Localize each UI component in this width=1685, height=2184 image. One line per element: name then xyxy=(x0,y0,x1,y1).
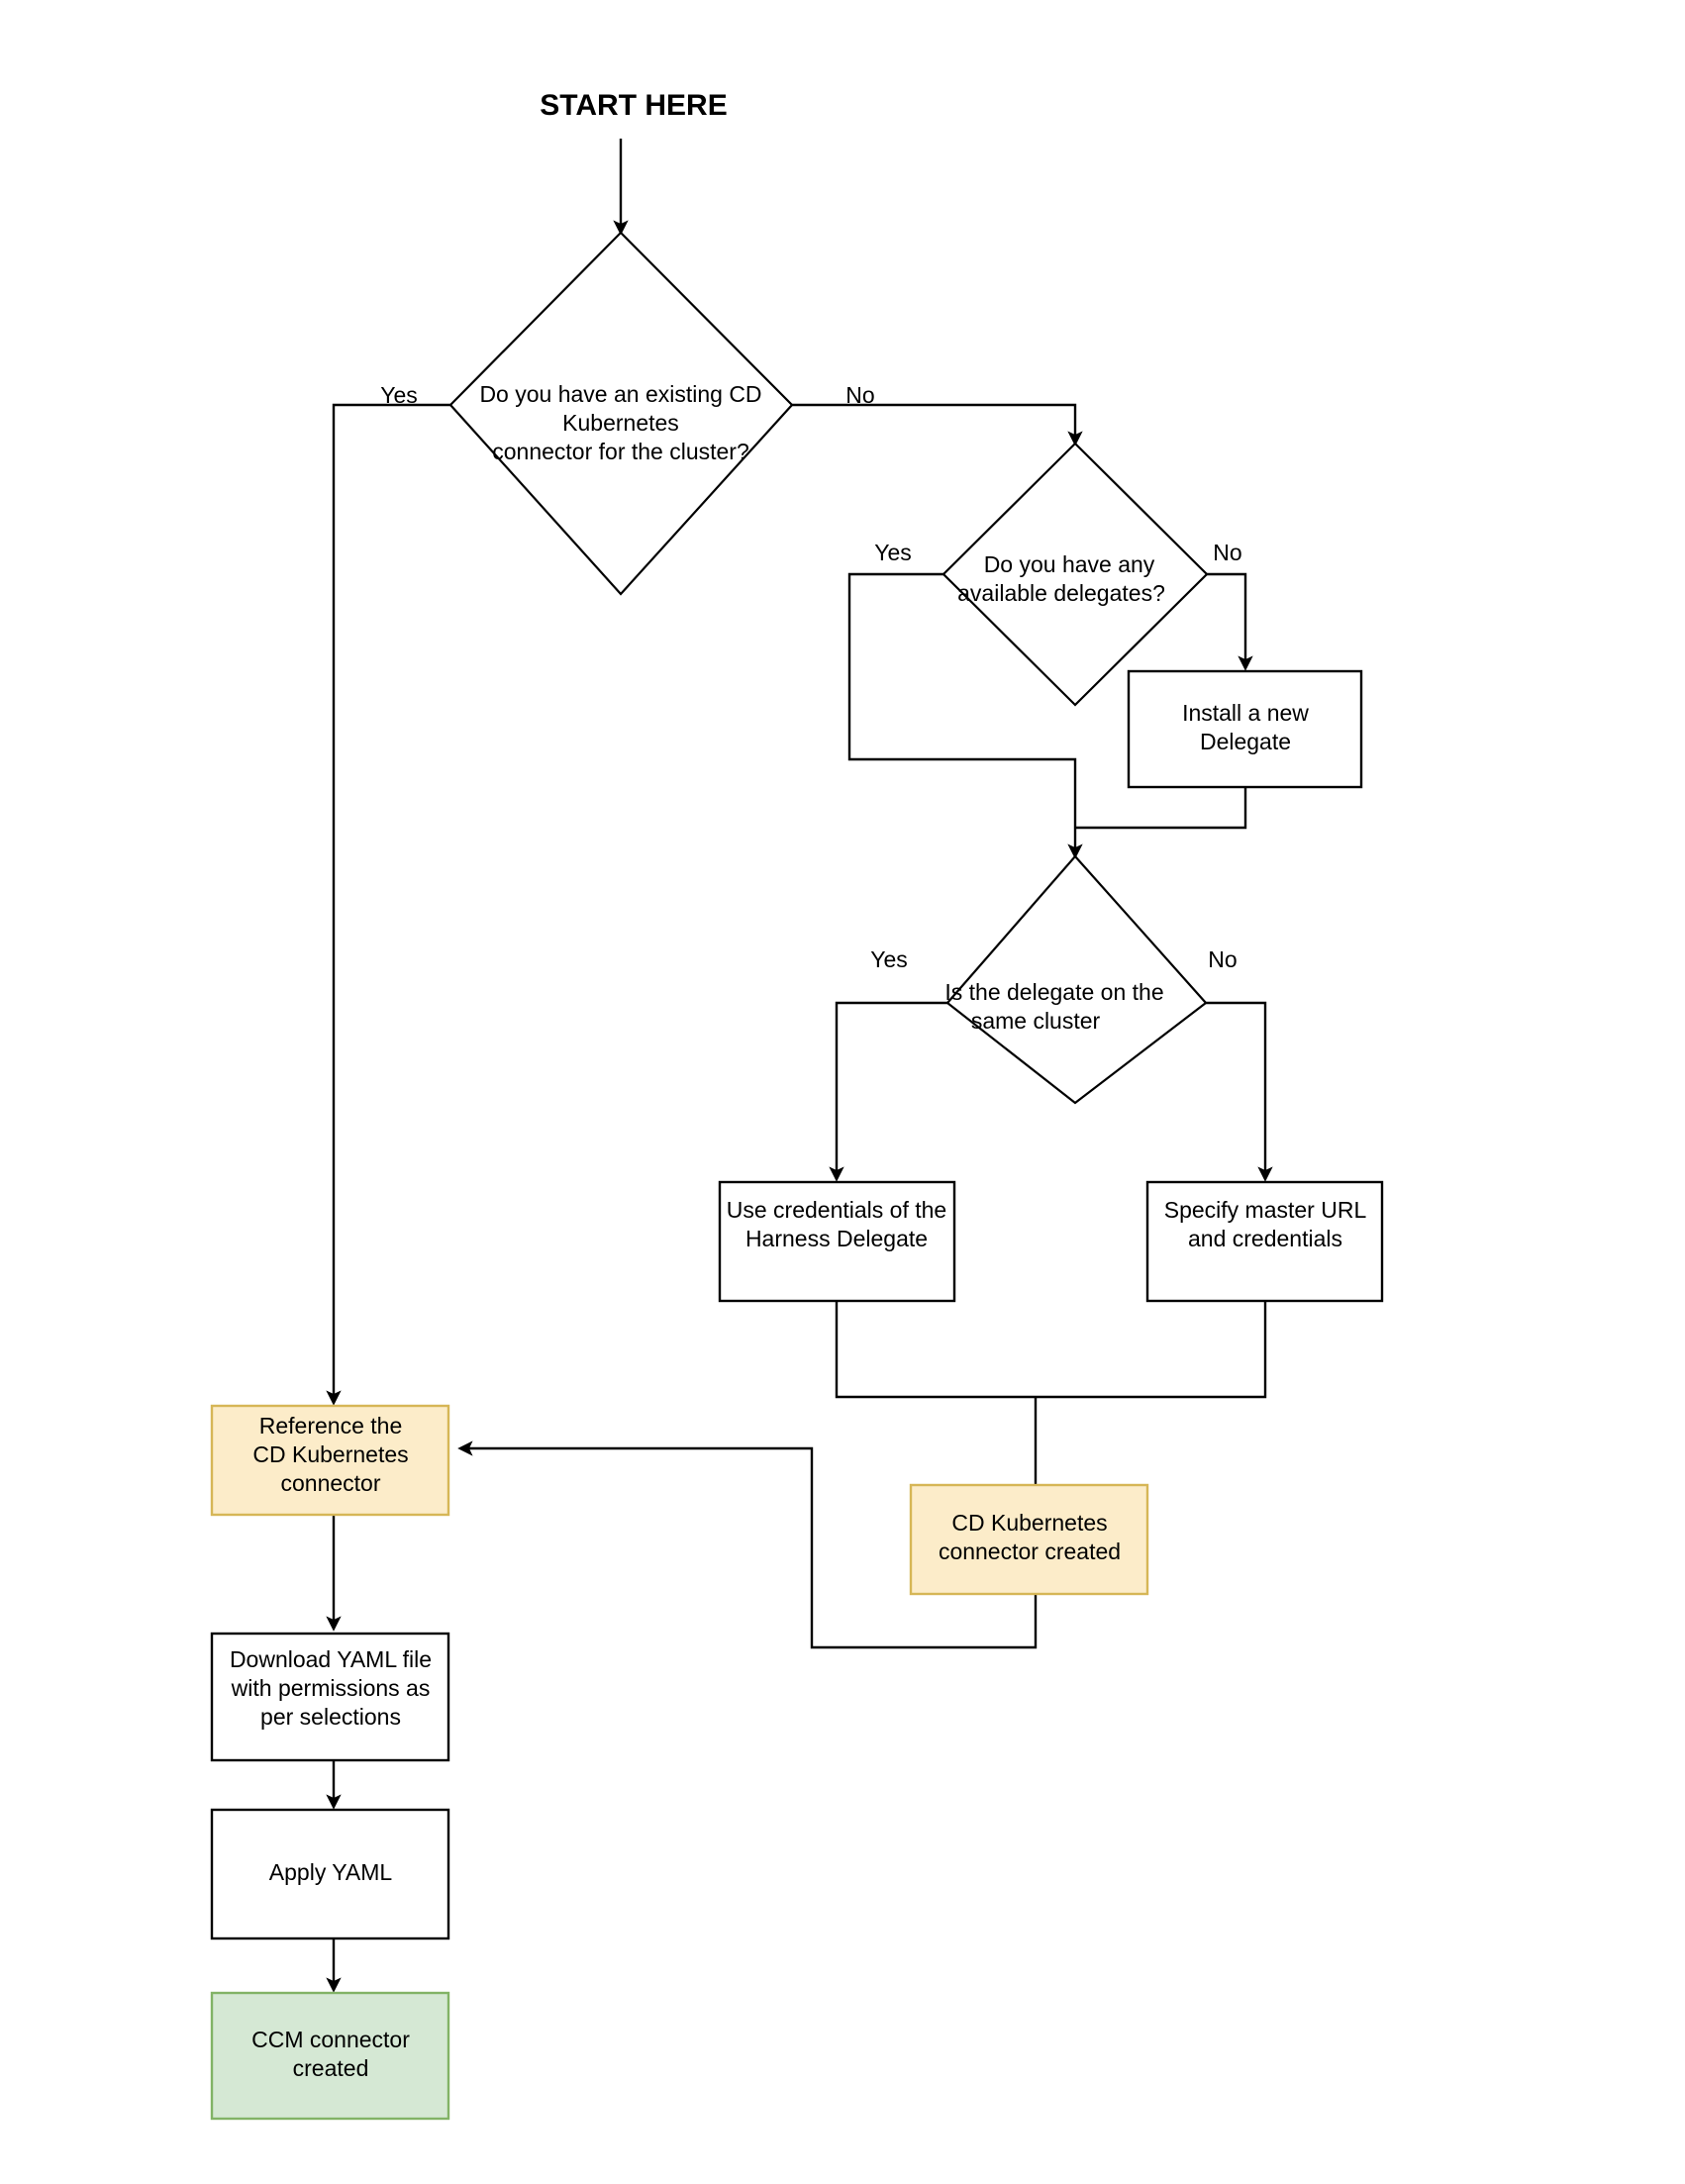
edge-cd-connector-created-to-reference xyxy=(457,1440,1038,1649)
node-reference-connector-shape xyxy=(210,1404,450,1517)
edge-decision3-yes-to-use-credentials xyxy=(829,1001,947,1182)
node-cd-connector-created-shape xyxy=(909,1483,1149,1596)
node-cd-connector-created-line1: CD Kubernetes xyxy=(951,1510,1107,1536)
node-download-yaml-line2: with permissions as xyxy=(231,1675,431,1701)
decision-same-cluster-line2: same cluster xyxy=(971,1008,1101,1034)
edge-label-decision1-no: No xyxy=(845,382,874,408)
node-specify-master-url-shape xyxy=(1145,1180,1384,1303)
edge-install-delegate-to-decision3 xyxy=(1075,787,1247,830)
node-use-credentials-shape xyxy=(718,1180,956,1303)
decision-existing-connector-line1: Do you have an existing CD xyxy=(479,381,761,407)
node-reference-connector-line3: connector xyxy=(280,1470,380,1496)
node-reference-connector-line1: Reference the xyxy=(259,1413,402,1439)
decision-existing-connector-line2: Kubernetes xyxy=(562,410,679,436)
node-download-yaml-line3: per selections xyxy=(260,1704,401,1730)
edge-label-decision3-yes: Yes xyxy=(870,946,908,972)
node-apply-yaml-shape xyxy=(210,1808,450,1940)
decision-existing-connector-shape xyxy=(448,231,794,596)
edge-decision1-yes-to-reference xyxy=(326,403,450,1406)
decision-same-cluster-line1: Is the delegate on the xyxy=(944,979,1163,1005)
start-here-label: START HERE xyxy=(540,89,727,122)
edge-decision3-no-to-specify-master-url xyxy=(1206,1001,1273,1182)
edge-label-decision3-no: No xyxy=(1208,946,1237,972)
edge-decision1-no-to-decision2 xyxy=(792,403,1083,447)
decision-available-delegates-line2: available delegates? xyxy=(957,580,1165,606)
node-install-delegate-line1: Install a new xyxy=(1182,700,1309,726)
node-ccm-connector-created-line2: created xyxy=(293,2055,369,2081)
edge-label-decision2-no: No xyxy=(1213,540,1241,565)
edge-decision2-no-to-install-delegate xyxy=(1207,572,1253,671)
node-ccm-connector-created-shape xyxy=(210,1991,450,2121)
edge-decision2-yes-to-decision3 xyxy=(847,572,1083,859)
node-specify-master-url-line2: and credentials xyxy=(1188,1226,1342,1251)
node-install-delegate-line2: Delegate xyxy=(1200,729,1291,754)
node-download-yaml-line1: Download YAML file xyxy=(230,1646,432,1672)
node-download-yaml-shape xyxy=(210,1632,450,1762)
edge-specify-master-url-to-merge xyxy=(1036,1298,1267,1399)
node-apply-yaml-line1: Apply YAML xyxy=(269,1859,393,1885)
node-ccm-connector-created-line1: CCM connector xyxy=(251,2027,410,2052)
node-reference-connector-line2: CD Kubernetes xyxy=(252,1441,408,1467)
node-use-credentials-line1: Use credentials of the xyxy=(727,1197,946,1223)
node-use-credentials-line2: Harness Delegate xyxy=(745,1226,928,1251)
decision-available-delegates-shape xyxy=(942,442,1209,707)
decision-same-cluster-shape xyxy=(945,854,1208,1105)
edge-label-decision2-yes: Yes xyxy=(874,540,912,565)
edge-use-credentials-to-merge xyxy=(835,1298,1036,1399)
node-specify-master-url-line1: Specify master URL xyxy=(1164,1197,1367,1223)
decision-existing-connector-line3: connector for the cluster? xyxy=(492,439,749,464)
decision-available-delegates-line1: Do you have any xyxy=(984,551,1155,577)
node-cd-connector-created-line2: connector created xyxy=(939,1539,1121,1564)
node-install-delegate-shape xyxy=(1127,669,1363,789)
edge-label-decision1-yes: Yes xyxy=(380,382,418,408)
